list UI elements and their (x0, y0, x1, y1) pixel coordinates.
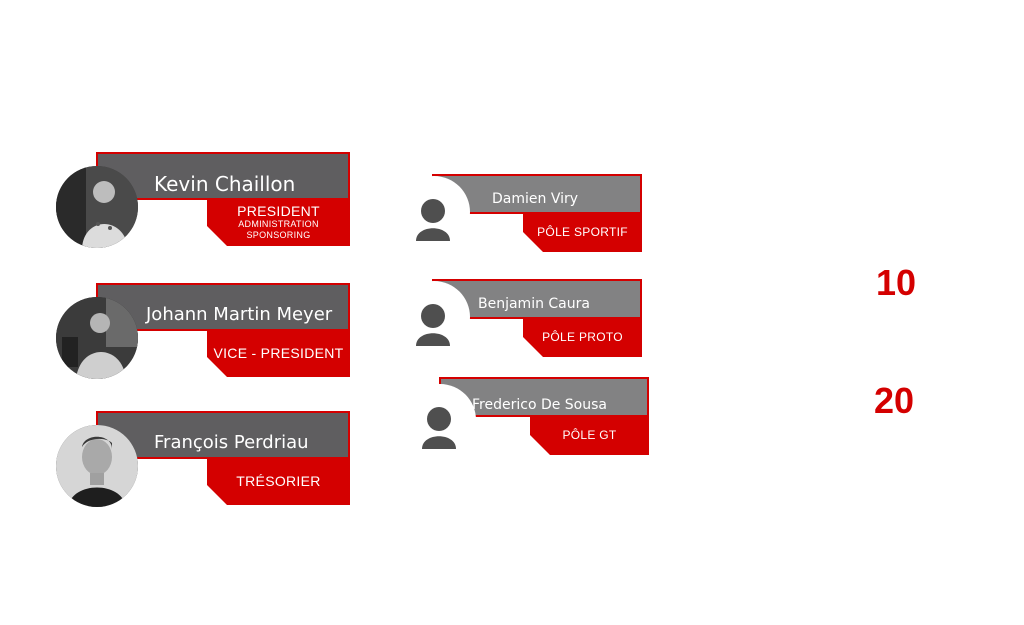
role-badge: TRÉSORIER (207, 457, 350, 505)
avatar-photo (56, 425, 138, 507)
user-icon (416, 199, 450, 241)
member-name: Kevin Chaillon (154, 172, 296, 196)
member-name: Frederico De Sousa (472, 397, 607, 413)
avatar-placeholder (398, 176, 470, 248)
role-label: PÔLE PROTO (542, 330, 623, 344)
member-name: Damien Viry (492, 191, 579, 207)
avatar-photo (56, 166, 138, 248)
avatar-placeholder (404, 384, 476, 456)
role-label: PRESIDENT (237, 203, 320, 219)
role-badge: PÔLE PROTO (523, 317, 642, 357)
role-badge: PÔLE GT (530, 415, 649, 455)
role-label: PÔLE GT (562, 428, 617, 442)
member-name: François Perdriau (154, 432, 309, 453)
user-icon (422, 407, 456, 449)
member-name: Benjamin Caura (478, 296, 590, 312)
role-sub-label: ADMINISTRATION (238, 219, 319, 229)
role-badge: PÔLE SPORTIF (523, 212, 642, 252)
role-badge: VICE - PRESIDENT (207, 329, 350, 377)
number-20: 20 (874, 380, 915, 421)
name-banner (432, 174, 642, 214)
user-icon (416, 304, 450, 346)
avatar-photo (56, 297, 138, 379)
role-sub-label: SPONSORING (246, 230, 311, 240)
member-name: Johann Martin Meyer (146, 304, 333, 325)
role-badge: PRESIDENT ADMINISTRATION SPONSORING (207, 198, 350, 246)
role-label: TRÉSORIER (236, 473, 321, 489)
avatar-placeholder (398, 281, 470, 353)
number-10: 10 (876, 262, 917, 303)
role-label: VICE - PRESIDENT (213, 345, 344, 361)
role-label: PÔLE SPORTIF (537, 225, 628, 239)
